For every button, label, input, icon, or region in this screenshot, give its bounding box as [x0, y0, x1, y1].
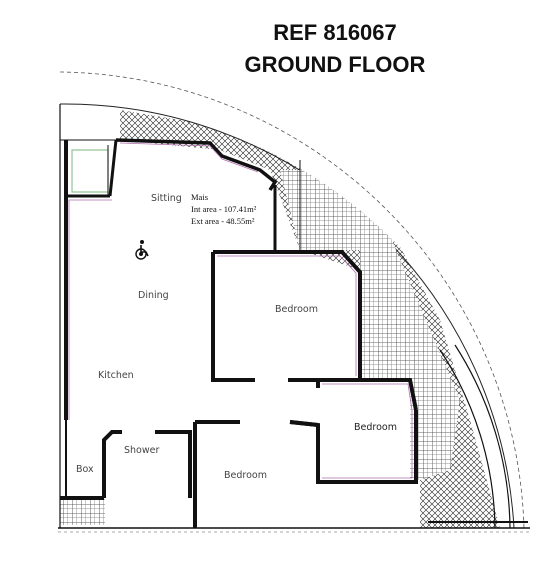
- room-label-sitting: Sitting: [151, 193, 182, 204]
- external-area: Ext area - 48.55m²: [191, 216, 255, 226]
- room-label-dining: Dining: [138, 290, 169, 301]
- walls: [59, 104, 418, 528]
- room-label-bedroom-2: Bedroom: [354, 422, 397, 433]
- internal-area: Int area - 107.41m²: [191, 204, 257, 214]
- wheelchair-icon: [135, 240, 149, 260]
- terrace-area: [60, 110, 511, 529]
- room-label-box: Box: [76, 464, 94, 475]
- property-name: Mais: [191, 192, 208, 202]
- room-label-bedroom-1: Bedroom: [275, 304, 318, 315]
- window-box: [71, 149, 109, 193]
- floor-title: GROUND FLOOR: [244, 52, 426, 77]
- room-label-kitchen: Kitchen: [98, 370, 134, 381]
- room-label-shower: Shower: [124, 445, 159, 456]
- room-label-bedroom-3: Bedroom: [224, 470, 267, 481]
- outer-boundary-arc: [59, 71, 525, 529]
- ref-number: REF 816067: [273, 20, 397, 45]
- inner-lines: [68, 142, 413, 479]
